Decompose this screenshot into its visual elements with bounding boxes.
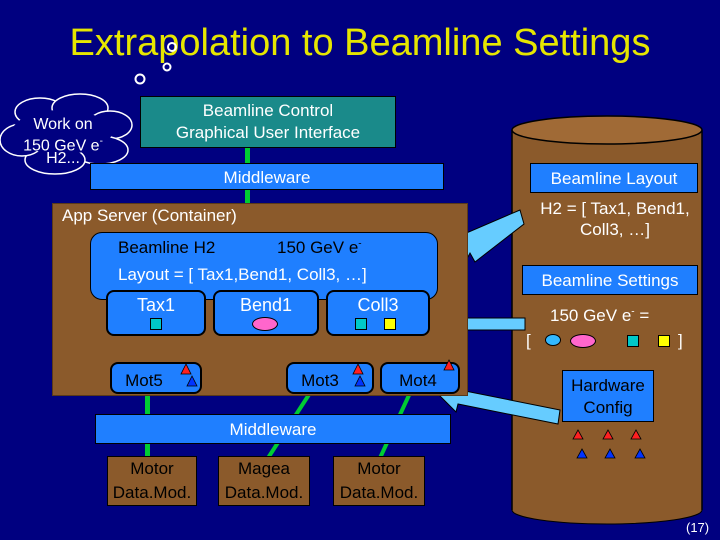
beamline-layout: Layout = [ Tax1,Bend1, Coll3, …] xyxy=(118,265,367,284)
thought-text: Work on 150 GeV e- H2... xyxy=(8,116,118,167)
data-module-2-line-2: Data.Mod. xyxy=(224,483,304,502)
thought-line-3: H2... xyxy=(46,150,80,168)
element-coll3[interactable]: Coll3 xyxy=(326,290,430,336)
element-tax1-label: Tax1 xyxy=(136,295,176,315)
green-line-gui xyxy=(245,147,250,163)
thought-cloud xyxy=(0,93,133,175)
settings-open-bracket: [ xyxy=(526,331,531,350)
mot5-label: Mot5 xyxy=(125,371,163,390)
settings-close-bracket: ] xyxy=(678,331,683,350)
hardware-line-1: Hardware xyxy=(571,376,645,395)
motor-mot4[interactable]: Mot4 xyxy=(380,362,460,394)
mot5-triangle-icons xyxy=(180,363,198,387)
bend1-icon xyxy=(252,317,278,331)
page-number: (17) xyxy=(686,520,710,535)
data-module-motor-2[interactable]: Motor Data.Mod. xyxy=(333,456,425,506)
data-module-1-line-2: Data.Mod. xyxy=(112,483,192,502)
mot3-label: Mot3 xyxy=(301,371,339,390)
app-server-label: App Server (Container) xyxy=(62,206,237,225)
settings-bend-icon xyxy=(570,334,596,348)
hardware-line-2: Config xyxy=(583,398,633,417)
mot4-triangle-icons xyxy=(443,359,455,371)
beamline-settings-title[interactable]: Beamline Settings xyxy=(522,265,698,295)
gui-line-1: Beamline Control xyxy=(202,101,334,120)
tax1-icon xyxy=(150,318,162,330)
mot3-triangle-icons xyxy=(352,363,366,387)
settings-cyan-icon xyxy=(627,335,639,347)
data-module-motor-1[interactable]: Motor Data.Mod. xyxy=(107,456,197,506)
middleware-bottom[interactable]: Middleware xyxy=(95,414,451,444)
hardware-triangle-icons xyxy=(572,429,646,459)
data-module-2-line-1: Magea xyxy=(238,459,290,478)
coll3-yellow-icon xyxy=(384,318,396,330)
motor-mot5[interactable]: Mot5 xyxy=(110,362,202,394)
thought-dot-2 xyxy=(162,62,172,72)
data-module-1-line-1: Motor xyxy=(130,459,174,478)
beamline-energy: 150 GeV e- xyxy=(277,238,362,257)
database-cylinder xyxy=(511,115,703,525)
element-bend1-label: Bend1 xyxy=(239,295,293,315)
beamline-label: Beamline H2 xyxy=(118,238,216,257)
hardware-config[interactable]: Hardware Config xyxy=(562,370,654,422)
thought-line-1: Work on xyxy=(33,116,93,133)
thought-dot-3 xyxy=(134,73,146,85)
data-module-3-line-1: Motor xyxy=(357,459,401,478)
thought-dot-1 xyxy=(167,42,177,52)
gui-box[interactable]: Beamline Control Graphical User Interfac… xyxy=(140,96,396,148)
thought-line-2: 150 GeV e- xyxy=(23,136,103,155)
gui-line-2: Graphical User Interface xyxy=(175,123,361,142)
settings-blue-icon xyxy=(545,334,561,346)
data-module-magea[interactable]: Magea Data.Mod. xyxy=(218,456,310,506)
beamline-box[interactable] xyxy=(90,232,438,300)
data-module-3-line-2: Data.Mod. xyxy=(339,483,419,502)
coll3-cyan-icon xyxy=(355,318,367,330)
beamline-layout-title[interactable]: Beamline Layout xyxy=(530,163,698,193)
page-title: Extrapolation to Beamline Settings xyxy=(69,22,651,64)
mot4-label: Mot4 xyxy=(399,371,437,390)
settings-yellow-icon xyxy=(658,335,670,347)
middleware-top[interactable]: Middleware xyxy=(90,163,444,190)
element-coll3-label: Coll3 xyxy=(357,295,399,315)
settings-energy: 150 GeV e- = xyxy=(550,306,650,325)
beamline-layout-value: H2 = [ Tax1, Bend1, Coll3, …] xyxy=(540,199,690,239)
